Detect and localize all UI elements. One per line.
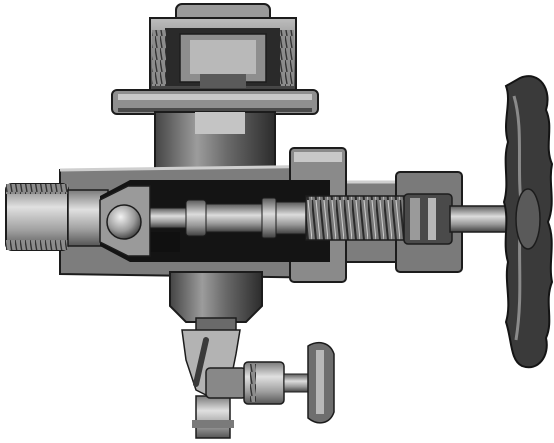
threaded-spindle [305, 193, 453, 245]
handwheel [502, 75, 554, 369]
drain-fitting [181, 329, 241, 439]
ball-check [99, 185, 151, 257]
valve-stem [149, 197, 307, 239]
lower-body [169, 271, 263, 333]
top-cap [149, 3, 297, 93]
inlet-nozzle [5, 183, 109, 251]
upper-neck [154, 111, 276, 177]
flange-plate [111, 89, 319, 115]
drain-valve [205, 341, 335, 424]
